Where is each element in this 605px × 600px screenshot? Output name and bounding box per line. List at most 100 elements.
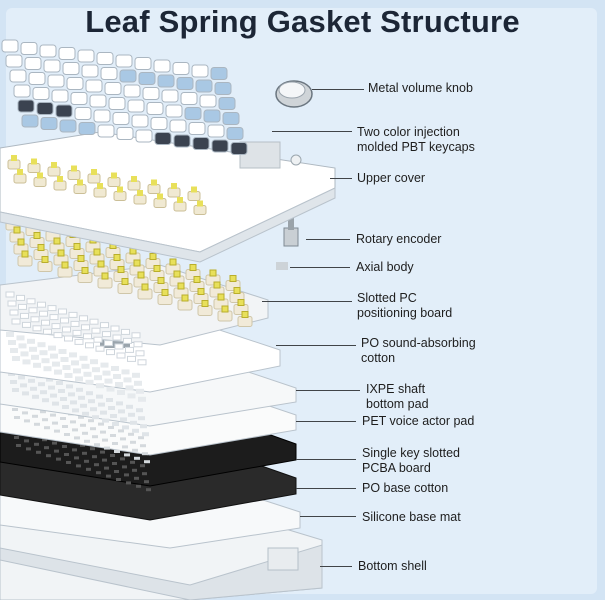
pcb-pad bbox=[146, 488, 151, 492]
keycap bbox=[154, 132, 172, 145]
pet-slot bbox=[50, 413, 56, 417]
upper-switch-stem bbox=[117, 186, 123, 193]
leader-line-keycaps bbox=[272, 131, 352, 132]
leader-line-plate bbox=[262, 301, 352, 302]
switch-stem bbox=[101, 272, 109, 280]
upper-switch bbox=[153, 198, 167, 208]
ixpe-cutout bbox=[142, 432, 149, 437]
upper-switch bbox=[93, 187, 107, 198]
plate-slot bbox=[91, 327, 101, 334]
ixpe-cutout bbox=[128, 412, 135, 417]
po-cutout bbox=[138, 396, 146, 402]
pet-slot bbox=[112, 442, 118, 445]
metal-volume-knob-top bbox=[278, 81, 306, 99]
po-cutout bbox=[33, 362, 41, 368]
keycap bbox=[104, 82, 122, 95]
plate-slot bbox=[58, 308, 67, 315]
keycap bbox=[192, 137, 210, 150]
pet-slot bbox=[110, 434, 116, 437]
plate-slot bbox=[74, 338, 84, 345]
keycap bbox=[172, 62, 190, 75]
ixpe-cutout bbox=[92, 415, 99, 420]
plate-slot bbox=[121, 328, 130, 335]
ixpe-cutout bbox=[46, 377, 53, 382]
label-keycaps: Two color injection molded PBT keycaps bbox=[357, 125, 475, 154]
plate-slot bbox=[104, 340, 113, 347]
upper-switch bbox=[87, 173, 101, 184]
pcb-pad bbox=[62, 445, 67, 448]
upper-switch bbox=[67, 170, 81, 180]
pcb-pad bbox=[74, 456, 79, 460]
plate-slot bbox=[79, 315, 88, 322]
keycap bbox=[62, 62, 80, 75]
switch-stem bbox=[73, 243, 81, 250]
pet-slot bbox=[120, 437, 126, 441]
po-cutout bbox=[43, 366, 52, 372]
po-cutout bbox=[18, 343, 27, 349]
plate-slot bbox=[22, 321, 31, 328]
po-cutout bbox=[31, 354, 39, 360]
upper-switch bbox=[187, 191, 201, 201]
pet-slot bbox=[88, 419, 94, 423]
keycap bbox=[115, 54, 133, 68]
ixpe-cutout bbox=[110, 414, 117, 418]
upper-switch bbox=[33, 177, 47, 187]
ixpe-cutout bbox=[118, 409, 125, 414]
plate-slot bbox=[89, 318, 99, 325]
pet-slot bbox=[128, 432, 134, 436]
keycap bbox=[214, 82, 232, 95]
upper-switch-stem bbox=[191, 186, 197, 193]
plate-slot bbox=[123, 337, 132, 344]
plate-slot bbox=[60, 317, 69, 324]
pet-slot bbox=[108, 426, 114, 429]
label-po-sound: PO sound-absorbing cotton bbox=[361, 336, 476, 365]
pcb-pad bbox=[114, 470, 119, 473]
po-cutout bbox=[121, 369, 130, 375]
keycap bbox=[70, 92, 88, 105]
keycap bbox=[58, 47, 76, 60]
plate-slot bbox=[127, 355, 136, 362]
ixpe-cutout bbox=[96, 394, 103, 399]
upper-switch-stem bbox=[57, 176, 63, 182]
pet-slot bbox=[70, 420, 76, 424]
keycap bbox=[78, 122, 96, 135]
ixpe-cutout bbox=[106, 398, 113, 402]
pet-slot bbox=[52, 421, 58, 425]
keycap bbox=[51, 89, 69, 103]
pcb-pad bbox=[72, 448, 77, 452]
po-cutout bbox=[123, 377, 132, 383]
keycap bbox=[222, 112, 240, 125]
switch-stem bbox=[113, 254, 121, 261]
pcb-pad bbox=[36, 450, 41, 454]
pcb-pad bbox=[126, 481, 131, 485]
pet-slot bbox=[44, 426, 50, 430]
po-cutout bbox=[8, 340, 16, 345]
plate-slot bbox=[5, 291, 15, 298]
ixpe-cutout bbox=[72, 408, 79, 413]
pet-slot bbox=[144, 460, 150, 464]
pcb-pad bbox=[116, 478, 121, 481]
upper-switch-stem bbox=[137, 190, 143, 196]
keycap bbox=[119, 69, 137, 83]
plate-slot bbox=[68, 311, 78, 318]
ixpe-cutout bbox=[130, 420, 137, 425]
pet-slot bbox=[14, 416, 20, 419]
keycap bbox=[226, 127, 244, 140]
label-pcb: Single key slotted PCBA board bbox=[362, 446, 460, 475]
pet-slot bbox=[64, 433, 70, 436]
upper-switch-stem bbox=[97, 183, 103, 189]
pcb-pad bbox=[26, 447, 31, 451]
label-pet: PET voice actor pad bbox=[362, 414, 475, 428]
upper-switch bbox=[167, 187, 181, 198]
plate-slot bbox=[102, 331, 111, 338]
ixpe-cutout bbox=[30, 386, 37, 391]
po-cutout bbox=[62, 365, 71, 370]
upper-switch-stem bbox=[131, 176, 137, 182]
po-cutout bbox=[71, 360, 79, 366]
po-cutout bbox=[58, 349, 67, 354]
pet-slot bbox=[114, 450, 120, 453]
leader-line-po-base bbox=[296, 488, 356, 489]
plate-slot bbox=[133, 341, 143, 348]
po-cutout bbox=[16, 335, 25, 341]
